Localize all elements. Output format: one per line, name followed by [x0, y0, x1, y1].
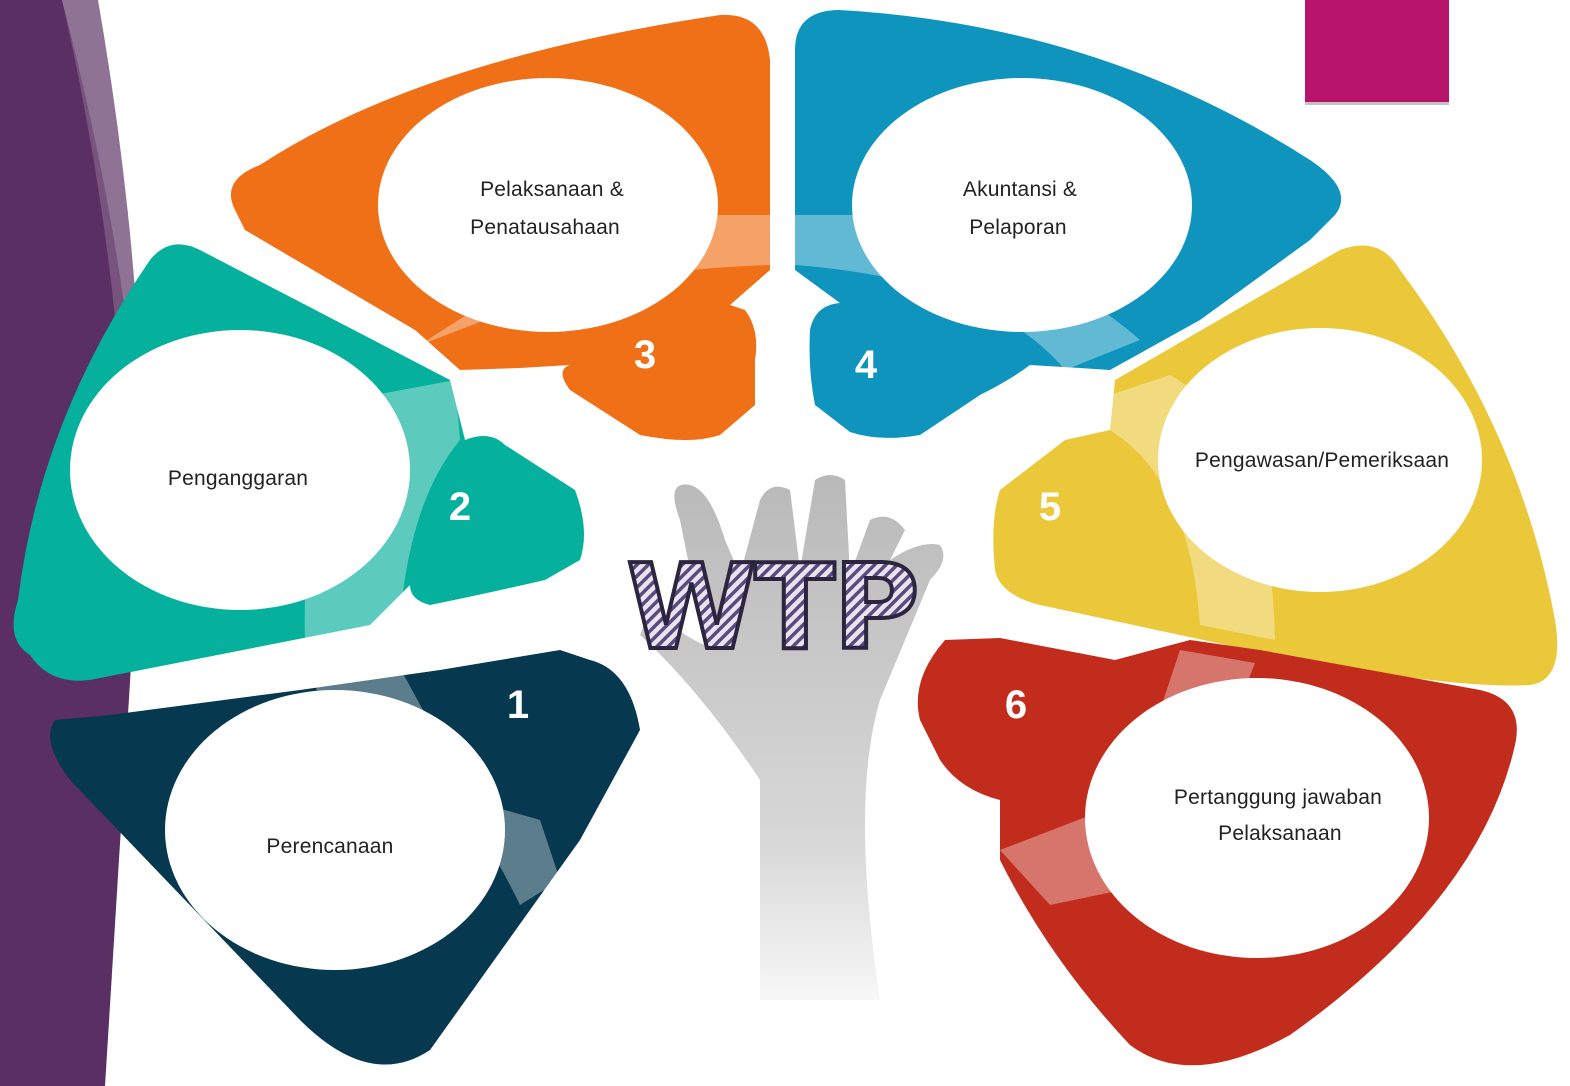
segment-6: Pertanggung jawaban Pelaksanaan 6	[917, 638, 1517, 1066]
segment-6-label-line-1: Pertanggung jawaban	[1174, 786, 1382, 809]
segment-3-label-line-2: Penatausahaan	[470, 216, 620, 239]
corner-accent	[1305, 0, 1449, 102]
segment-4-label-line-1: Akuntansi &	[963, 178, 1077, 201]
segment-2-ellipse	[70, 330, 410, 610]
segment-5-label-line-1: Pengawasan/Pemeriksaan	[1195, 449, 1449, 472]
segment-1-ellipse	[165, 690, 505, 970]
segment-5: Pengawasan/Pemeriksaan 5	[993, 245, 1558, 686]
center-title: WTP	[626, 538, 917, 676]
segment-1-number: 1	[507, 683, 529, 727]
segment-3-number: 3	[634, 333, 656, 377]
segment-2: Penganggaran 2	[13, 244, 585, 681]
segment-2-label-line-1: Penganggaran	[168, 467, 308, 490]
segment-1-label-line-1: Perencanaan	[266, 835, 393, 858]
segment-5-ellipse	[1158, 328, 1482, 592]
segment-4-label-line-2: Pelaporan	[969, 216, 1067, 239]
segment-3-label-line-1: Pelaksanaan &	[480, 178, 624, 201]
segment-6-label-line-2: Pelaksanaan	[1218, 822, 1342, 845]
segment-6-number: 6	[1005, 683, 1027, 727]
segment-4-ellipse	[852, 78, 1192, 332]
segment-4: Akuntansi & Pelaporan 4	[795, 10, 1342, 438]
segment-3: Pelaksanaan & Penatausahaan 3	[230, 14, 771, 441]
segment-4-number: 4	[855, 343, 878, 387]
segment-6-ellipse	[1085, 678, 1429, 958]
segment-1: Perencanaan 1	[50, 650, 640, 1065]
segment-3-ellipse	[378, 78, 718, 332]
segment-2-number: 2	[449, 485, 471, 529]
hand-silhouette-icon	[640, 475, 944, 1000]
segment-5-number: 5	[1039, 485, 1061, 529]
